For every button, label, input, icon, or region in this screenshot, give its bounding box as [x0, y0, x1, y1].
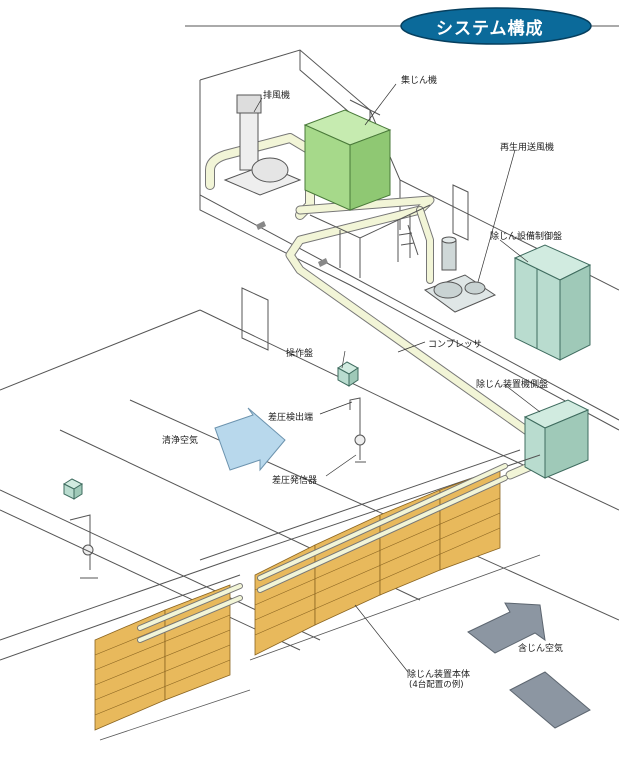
flow-arrow-1: [256, 221, 266, 230]
small-panel-left: [62, 478, 84, 500]
dust-collector: [303, 109, 392, 211]
clean-air-arrow: [214, 407, 286, 472]
label-device-side-panel: 除じん装置機側盤: [476, 380, 549, 390]
title-banner-text: システム構成: [436, 19, 544, 39]
filter-header-pipes: [137, 463, 508, 643]
title-banner: [400, 7, 592, 45]
label-dust-collector: 集じん機: [401, 76, 438, 86]
label-operation-panel: 操作盤: [286, 349, 314, 359]
dusty-air-arrow: [467, 602, 546, 654]
label-main-unit: 除じん装置本体: [407, 670, 471, 680]
flow-arrow-2: [318, 258, 328, 267]
label-diff-pressure-transmitter: 差圧発信器: [272, 476, 318, 486]
regen-blower: [423, 236, 497, 313]
label-main-unit-note: (4台配置の例): [409, 680, 464, 690]
dust-control-panel: [513, 244, 592, 361]
exhaust-fan: [223, 94, 302, 196]
label-dusty-air: 含じん空気: [518, 644, 564, 654]
dusty-air-arrow-tail: [509, 671, 591, 729]
label-diff-pressure-detector: 差圧検出端: [268, 413, 314, 423]
device-side-panel: [523, 399, 590, 479]
label-exhaust-fan: 排風機: [263, 91, 291, 101]
platform: [309, 204, 431, 278]
label-compressor: コンプレッサ: [428, 340, 482, 350]
filter-base-rails: [99, 554, 541, 741]
label-regen-blower: 再生用送風機: [500, 143, 555, 153]
leader-lines: [253, 83, 541, 673]
operation-panel: [337, 361, 359, 387]
label-dust-control-panel: 除じん設備制御盤: [490, 232, 563, 242]
label-clean-air: 清浄空気: [162, 436, 199, 446]
